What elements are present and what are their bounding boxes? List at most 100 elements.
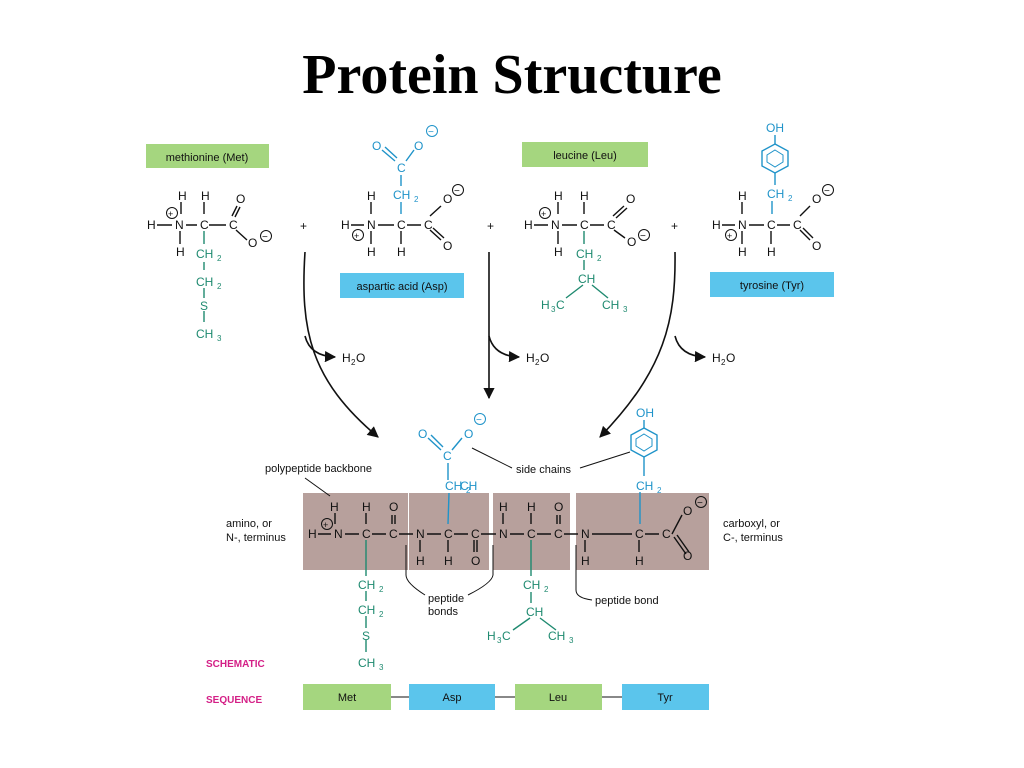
svg-text:H: H	[487, 629, 496, 643]
svg-text:O: O	[627, 235, 636, 249]
sequence-box-tyr	[622, 684, 709, 710]
svg-text:C: C	[556, 298, 565, 312]
svg-text:H: H	[526, 351, 535, 365]
svg-text:O: O	[626, 192, 635, 206]
svg-text:C: C	[229, 218, 238, 232]
svg-text:C: C	[607, 218, 616, 232]
svg-text:H: H	[308, 527, 317, 541]
svg-text:CH: CH	[460, 479, 477, 493]
svg-text:N: N	[416, 527, 425, 541]
svg-text:H: H	[554, 245, 563, 259]
svg-text:CH: CH	[196, 247, 213, 261]
backbone-boxes	[303, 493, 709, 570]
svg-text:C: C	[502, 629, 511, 643]
svg-text:S: S	[200, 299, 208, 313]
sequence-box-met	[303, 684, 391, 710]
svg-text:2: 2	[788, 194, 793, 203]
svg-text:C: C	[767, 218, 776, 232]
asp-name-label: aspartic acid (Asp)	[340, 273, 464, 298]
svg-text:−: −	[454, 186, 460, 197]
svg-text:3: 3	[217, 334, 222, 343]
svg-text:CH: CH	[358, 578, 375, 592]
svg-text:O: O	[683, 549, 692, 563]
svg-text:O: O	[726, 351, 735, 365]
svg-text:H: H	[524, 218, 533, 232]
svg-text:2: 2	[217, 254, 222, 263]
svg-text:CH: CH	[767, 187, 784, 201]
svg-text:O: O	[812, 192, 821, 206]
svg-text:O: O	[356, 351, 365, 365]
annotations: polypeptide backbone side chains amino, …	[226, 447, 783, 618]
svg-text:+: +	[323, 520, 328, 530]
svg-text:2: 2	[657, 486, 662, 495]
svg-text:H: H	[541, 298, 550, 312]
svg-text:O: O	[372, 139, 381, 153]
svg-text:H: H	[367, 189, 376, 203]
svg-text:C: C	[397, 218, 406, 232]
svg-text:O: O	[464, 427, 473, 441]
svg-text:N: N	[581, 527, 590, 541]
svg-text:C: C	[580, 218, 589, 232]
sequence-bar: Met Asp Leu Tyr	[303, 684, 709, 710]
svg-text:C: C	[635, 527, 644, 541]
met-name-label: methionine (Met)	[146, 144, 269, 168]
svg-text:N: N	[551, 218, 560, 232]
svg-text:CH: CH	[578, 272, 595, 286]
svg-text:O: O	[389, 500, 398, 514]
svg-text:CH: CH	[358, 603, 375, 617]
svg-text:C: C	[200, 218, 209, 232]
svg-text:O: O	[443, 192, 452, 206]
svg-text:O: O	[471, 554, 480, 568]
svg-text:CH: CH	[576, 247, 593, 261]
side-chains-label: side chains	[516, 464, 572, 476]
svg-text:H: H	[712, 218, 721, 232]
svg-text:CH: CH	[445, 479, 462, 493]
svg-text:S: S	[362, 629, 370, 643]
svg-text:N: N	[738, 218, 747, 232]
slide-title: Protein Structure	[302, 44, 722, 106]
svg-text:3: 3	[497, 636, 502, 645]
svg-text:2: 2	[544, 585, 549, 594]
svg-text:O: O	[443, 239, 452, 253]
svg-text:CH: CH	[196, 327, 213, 341]
sequence-label-met: Met	[338, 692, 356, 704]
svg-text:O: O	[418, 427, 427, 441]
svg-text:H: H	[712, 351, 721, 365]
svg-text:2: 2	[535, 358, 540, 367]
svg-text:−: −	[262, 232, 268, 243]
peptide-bonds-label-1: peptide	[428, 593, 464, 605]
svg-text:C: C	[793, 218, 802, 232]
svg-text:2: 2	[379, 585, 384, 594]
svg-text:H: H	[362, 500, 371, 514]
svg-text:3: 3	[379, 663, 384, 672]
svg-text:3: 3	[623, 305, 628, 314]
svg-text:O: O	[540, 351, 549, 365]
svg-text:CH: CH	[523, 578, 540, 592]
svg-text:H: H	[738, 189, 747, 203]
svg-text:H: H	[581, 554, 590, 568]
svg-text:O: O	[812, 239, 821, 253]
svg-text:+: +	[727, 231, 732, 241]
svg-text:O: O	[414, 139, 423, 153]
svg-text:C: C	[443, 449, 452, 463]
plus-sign-3: +	[671, 219, 678, 233]
svg-text:H: H	[176, 245, 185, 259]
leu-name-text: leucine (Leu)	[553, 150, 617, 162]
reaction-arrows	[303, 251, 707, 438]
svg-text:OH: OH	[766, 121, 784, 135]
polypeptide-backbone-label: polypeptide backbone	[265, 463, 372, 475]
svg-text:−: −	[428, 127, 434, 138]
carboxyl-terminus-label-2: C-, terminus	[723, 532, 783, 544]
svg-text:H: H	[367, 245, 376, 259]
svg-text:2: 2	[597, 254, 602, 263]
svg-text:H: H	[178, 189, 187, 203]
svg-text:N: N	[175, 218, 184, 232]
svg-text:3: 3	[551, 305, 556, 314]
svg-text:H: H	[580, 189, 589, 203]
svg-text:H: H	[554, 189, 563, 203]
svg-text:C: C	[362, 527, 371, 541]
svg-text:2: 2	[379, 610, 384, 619]
svg-text:H: H	[147, 218, 156, 232]
